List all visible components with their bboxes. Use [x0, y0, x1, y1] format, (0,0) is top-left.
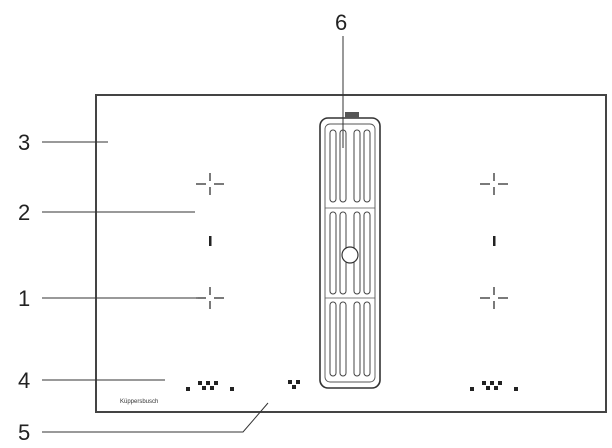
- zone-marker-right-bottom: [480, 287, 508, 309]
- zone-marker-right-top: [480, 173, 508, 195]
- callout-number-3: 3: [18, 130, 30, 155]
- callout-number-2: 2: [18, 200, 30, 225]
- zone-divider-right: [493, 236, 496, 246]
- extractor-vent: [319, 112, 381, 389]
- extractor-center-knob: [341, 246, 359, 264]
- callout-number-1: 1: [18, 286, 30, 311]
- zone-marker-left-top: [196, 173, 224, 195]
- control-panel-right: [470, 381, 518, 391]
- callout-number-5: 5: [18, 420, 30, 445]
- brand-label: Küppersbusch: [120, 399, 158, 405]
- control-panel-center: [288, 380, 300, 389]
- control-panel-left: [186, 381, 234, 391]
- callout-number-4: 4: [18, 368, 30, 393]
- zone-divider-left: [209, 236, 212, 246]
- leader-line-5: [42, 402, 269, 433]
- callout-number-6: 6: [335, 10, 347, 35]
